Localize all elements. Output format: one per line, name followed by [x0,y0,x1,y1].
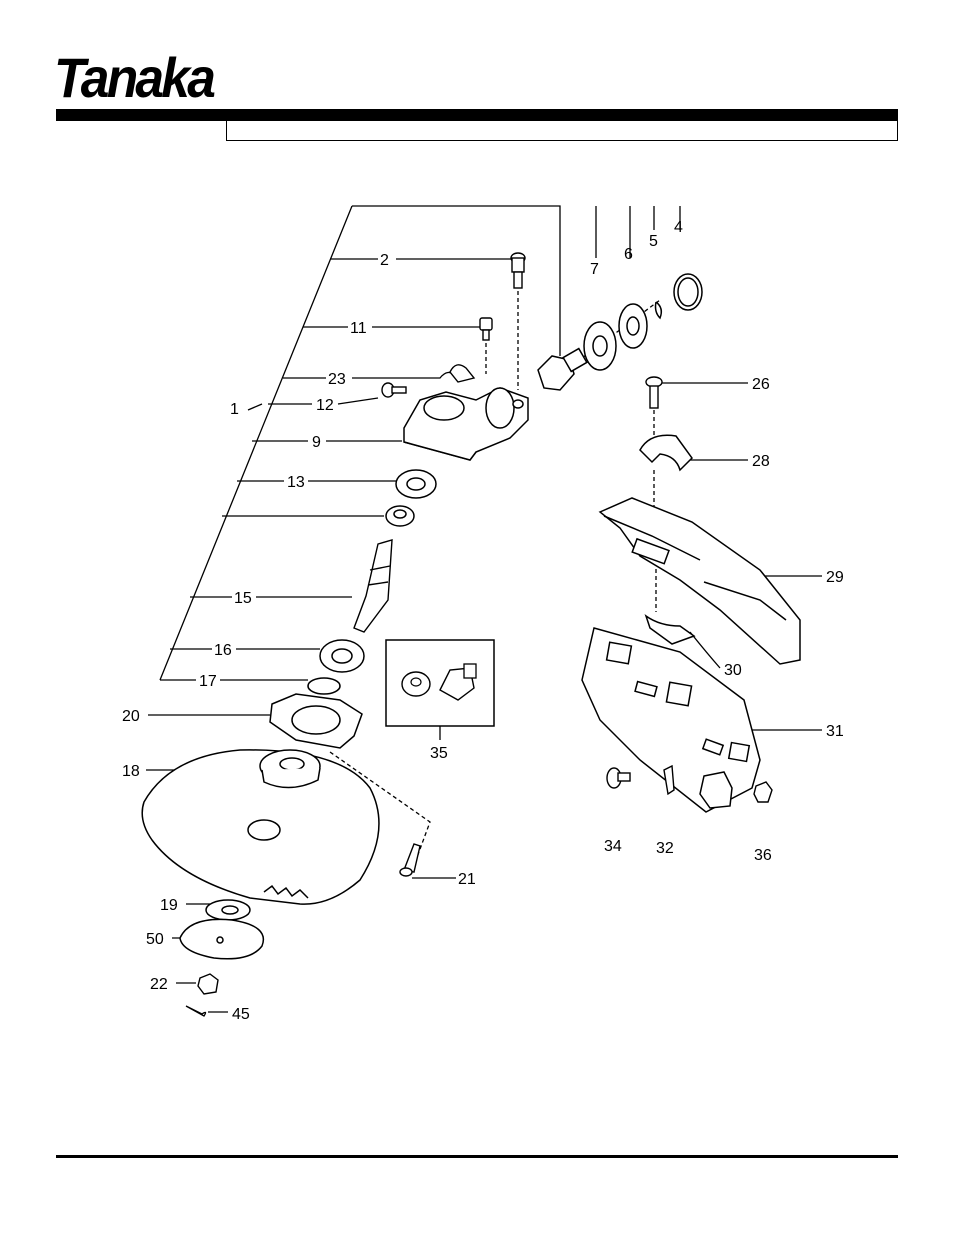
bolt-12 [382,383,406,397]
label-36: 36 [754,847,772,864]
label-13: 13 [287,474,305,491]
label-11: 11 [350,320,367,337]
label-21: 21 [458,871,476,888]
label-2: 2 [380,252,389,269]
blade-holder-18 [260,750,320,788]
label-23: 23 [328,371,346,388]
label-30: 30 [724,662,742,679]
label-5: 5 [649,233,658,250]
group-frame-top [352,206,560,356]
spindle-15 [354,540,392,632]
ring-17 [308,678,340,694]
label-31: 31 [826,723,844,740]
bearing-cover-20 [270,694,362,748]
label-6: 6 [624,246,633,263]
washer-19 [206,900,250,920]
label-4: 4 [674,219,683,236]
label-35: 35 [430,745,448,762]
label-12: 12 [316,397,334,414]
screw-11 [480,318,492,340]
label-9: 9 [312,434,321,451]
upper-shaft-assembly [538,274,702,390]
bearing-13 [396,470,436,498]
label-34: 34 [604,838,622,855]
nut-36 [754,782,772,802]
label-1: 1 [230,401,239,418]
inset-gear-set [386,640,494,740]
gear-case [404,388,528,460]
saw-blade [142,750,379,904]
label-19: 19 [160,897,178,914]
nut-22 [198,974,218,994]
label-18: 18 [122,763,140,780]
washer-32 [664,766,674,794]
label-32: 32 [656,840,674,857]
label-16: 16 [214,642,232,659]
gear-14 [386,506,414,526]
label-17: 17 [199,673,217,690]
bearing-16 [320,640,364,672]
bolt-2 [511,253,525,288]
cover-50 [180,919,263,958]
bolt-26 [646,377,662,408]
label-22: 22 [150,976,168,993]
label-20: 20 [122,708,140,725]
label-15: 15 [234,590,252,607]
clamp-30 [646,616,694,644]
pin-45 [186,1006,206,1016]
group-frame-diagonal [160,206,352,680]
clamp-28 [640,435,692,470]
label-7: 7 [590,261,599,278]
label-28: 28 [752,453,770,470]
bolt-34 [607,768,630,788]
bolt-21 [400,844,420,876]
footer-rule [56,1155,898,1158]
label-45: 45 [232,1006,250,1023]
label-50: 50 [146,931,164,948]
label-29: 29 [826,569,844,586]
label-26: 26 [752,376,770,393]
clamp-23 [450,365,474,382]
